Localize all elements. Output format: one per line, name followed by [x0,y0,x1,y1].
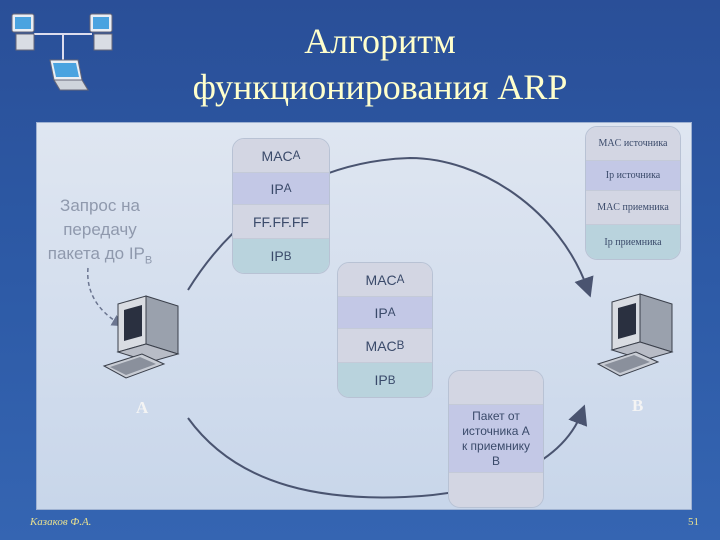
legend-ip-source: Ip источника [586,161,680,191]
host-a-label: A [136,398,149,417]
author-footer: Казаков Ф.А. [30,516,92,528]
frame-legend: MAC источника Ip источника MAC приемника… [585,126,681,260]
computer-b-icon [596,293,674,377]
title-line-1: Алгоритм [304,21,456,61]
network-computers-icon [11,13,113,91]
page-number: 51 [688,516,699,528]
request-field-broadcast: FF.FF.FF [233,205,329,239]
data-packet: Пакет от источника А к приемнику В [448,370,544,508]
packet-footer [449,473,543,507]
packet-header [449,371,543,405]
title-line-2: функционирования ARP [192,67,568,107]
packet-body: Пакет от источника А к приемнику В [449,405,543,473]
legend-ip-destination: Ip приемника [586,225,680,259]
computer-a-icon [102,295,180,379]
legend-mac-destination: MAC приемника [586,191,680,225]
reply-arc [187,404,588,499]
request-note: Запрос на передачу пакета до IPB [47,196,153,267]
host-b-label: B [632,396,644,415]
legend-mac-source: MAC источника [586,127,680,161]
slide-title: Алгоритм функционирования ARP [120,18,640,110]
